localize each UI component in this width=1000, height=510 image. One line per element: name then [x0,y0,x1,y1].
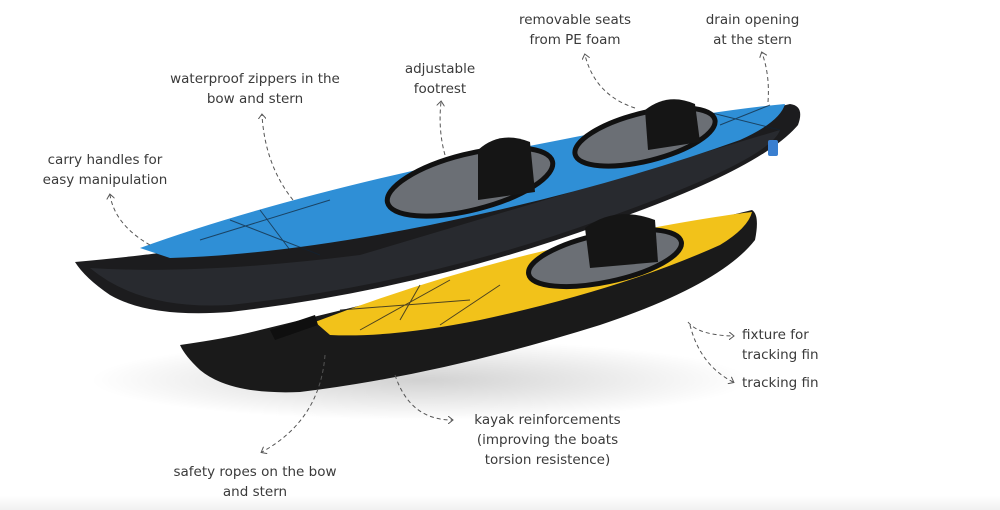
label-line: easy manipulation [42,172,168,188]
blue-deck-bungee [199,104,781,256]
label-line: torsion resistence) [484,452,611,468]
label-line: (improving the boats [476,432,619,448]
label-line: at the stern [713,32,792,48]
label-line: fixture for [742,327,809,343]
yellow-carry-handle [270,315,318,340]
blue-front-seat [478,137,535,200]
label-line: safety ropes on the bow [173,464,337,480]
label-waterproof-zippers: waterproof zippers in the bow and stern [155,69,355,109]
label-line: from PE foam [529,32,621,48]
yellow-solo-kayak [180,210,757,393]
yellow-deck-bungee [339,279,501,331]
arrow-handles [110,195,151,246]
arrow-reinforcements [394,374,452,420]
label-line: waterproof zippers in the [170,71,340,87]
arrow-zippers [262,115,294,201]
label-line: bow and stern [206,91,304,107]
leader-arrows [110,53,769,452]
label-line: carry handles for [47,152,163,168]
label-line: drain opening [705,12,800,28]
label-line: tracking fin [742,375,819,391]
blue-kayak-hull-side [90,130,780,306]
label-removable-seats: removable seats from PE foam [505,10,645,50]
label-fixture-tracking-fin: fixture for tracking fin [742,325,819,365]
blue-logo-badge [768,140,778,156]
arrow-fin [689,324,733,382]
label-kayak-reinforcements: kayak reinforcements (improving the boat… [455,410,640,470]
label-carry-handles: carry handles for easy manipulation [25,150,185,190]
arrow-drain [762,53,769,103]
label-tracking-fin: tracking fin [742,373,819,393]
arrow-fixture [687,321,733,336]
blue-rear-seat [645,99,700,150]
label-adjustable-footrest: adjustable footrest [385,59,495,99]
bottom-gradient [0,496,1000,510]
label-line: kayak reinforcements [474,412,621,428]
arrow-ropes [262,354,326,452]
arrow-seats [585,55,636,109]
label-line: removable seats [518,12,632,28]
label-drain-opening: drain opening at the stern [690,10,815,50]
blue-tandem-kayak [75,99,801,314]
label-line: tracking fin [742,347,819,363]
arrow-footrest [440,102,446,156]
label-line: adjustable [404,61,476,77]
yellow-seat [585,214,658,268]
label-line: footrest [413,81,467,97]
